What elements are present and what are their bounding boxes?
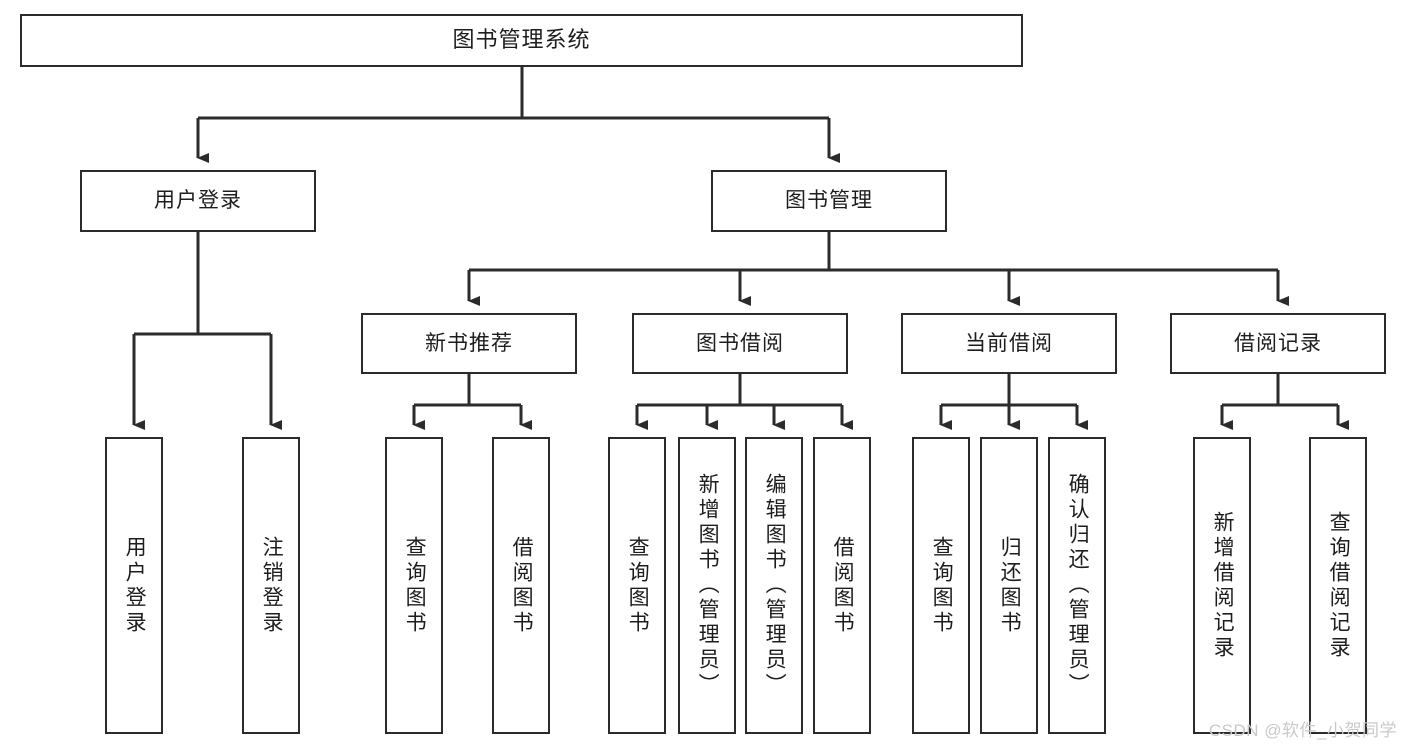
node-label: 新书推荐	[425, 331, 513, 355]
node-label: 当前借阅	[965, 331, 1053, 355]
node-label: 图书管理系统	[452, 27, 591, 53]
node-label: 查询图书	[930, 535, 954, 636]
leaf-borrow-edit-book-admin[interactable]: 编辑图书（管理员）	[745, 437, 803, 734]
node-label: 查询图书	[626, 535, 650, 636]
node-label: 图书借阅	[696, 331, 784, 355]
leaf-current-query-book[interactable]: 查询图书	[912, 437, 970, 734]
leaf-new-book-borrow[interactable]: 借阅图书	[492, 437, 550, 734]
node-new-book-recommend[interactable]: 新书推荐	[361, 313, 577, 374]
leaf-records-add-record[interactable]: 新增借阅记录	[1193, 437, 1251, 734]
node-label: 借阅记录	[1234, 331, 1322, 355]
leaf-borrow-query-book[interactable]: 查询图书	[608, 437, 666, 734]
node-current-borrow[interactable]: 当前借阅	[901, 313, 1117, 374]
node-book-borrow[interactable]: 图书借阅	[632, 313, 848, 374]
watermark: CSDN @软件_小贺同学	[1208, 721, 1397, 740]
node-book-management[interactable]: 图书管理	[711, 170, 947, 232]
leaf-borrow-borrow-book[interactable]: 借阅图书	[813, 437, 871, 734]
leaf-current-confirm-return-admin[interactable]: 确认归还（管理员）	[1048, 437, 1106, 734]
node-label: 借阅图书	[831, 535, 855, 636]
node-label: 查询借阅记录	[1327, 510, 1351, 661]
node-label: 归还图书	[998, 535, 1022, 636]
leaf-borrow-add-book-admin[interactable]: 新增图书（管理员）	[678, 437, 736, 734]
node-label: 图书管理	[785, 189, 873, 213]
node-label: 借阅图书	[510, 535, 534, 636]
node-root-system[interactable]: 图书管理系统	[20, 14, 1023, 67]
node-user-login[interactable]: 用户登录	[80, 170, 316, 232]
leaf-current-return-book[interactable]: 归还图书	[980, 437, 1038, 734]
node-label: 编辑图书（管理员）	[763, 473, 787, 698]
leaf-user-login-signout[interactable]: 注销登录	[242, 437, 300, 734]
leaf-user-login-signin[interactable]: 用户登录	[105, 437, 163, 734]
node-label: 注销登录	[260, 535, 284, 636]
node-label: 确认归还（管理员）	[1066, 473, 1090, 698]
node-label: 用户登录	[123, 535, 147, 636]
node-label: 新增借阅记录	[1211, 510, 1235, 661]
node-label: 新增图书（管理员）	[696, 473, 720, 698]
leaf-records-query-record[interactable]: 查询借阅记录	[1309, 437, 1367, 734]
node-label: 用户登录	[154, 189, 242, 213]
node-borrow-records[interactable]: 借阅记录	[1170, 313, 1386, 374]
leaf-new-book-query[interactable]: 查询图书	[385, 437, 443, 734]
node-label: 查询图书	[403, 535, 427, 636]
